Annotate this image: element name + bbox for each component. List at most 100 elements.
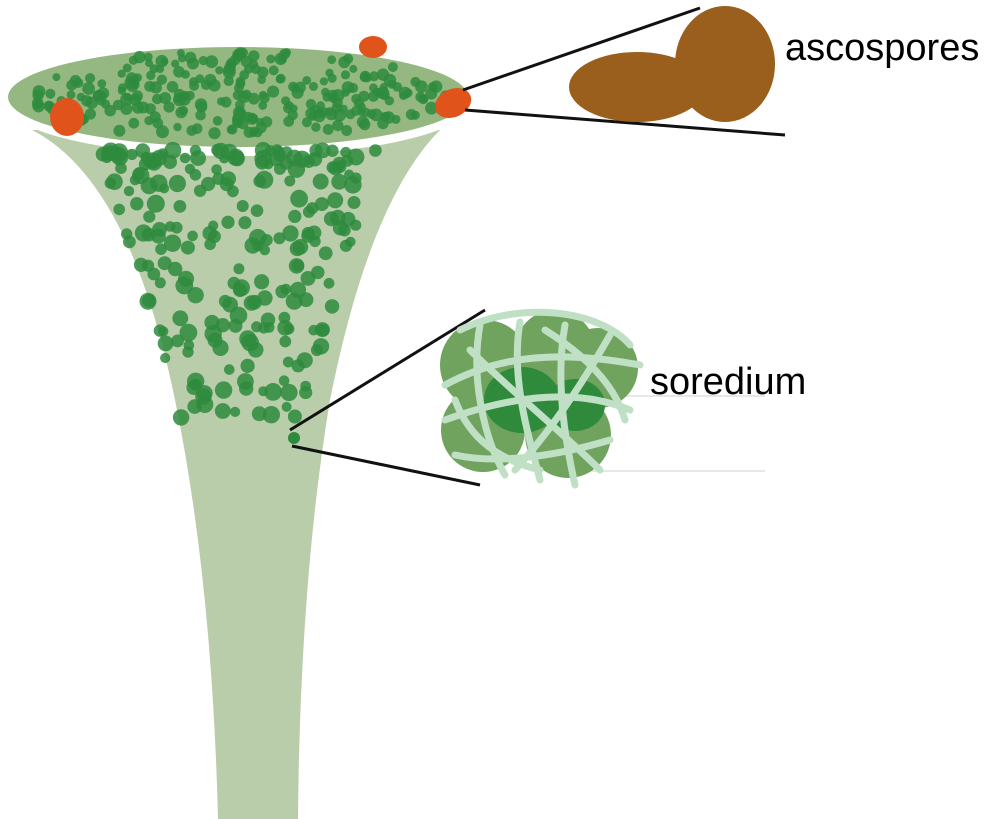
granule	[249, 60, 258, 69]
granule	[263, 406, 280, 423]
granule	[282, 402, 292, 412]
granule	[369, 144, 382, 157]
granule	[97, 87, 109, 99]
granule	[219, 295, 232, 308]
granule	[333, 160, 346, 173]
soredium-detail	[440, 310, 640, 485]
granule	[160, 353, 170, 363]
granule	[308, 152, 322, 166]
granule	[313, 338, 329, 354]
granule	[340, 240, 352, 252]
granule	[180, 92, 189, 101]
soredium-source-granule	[288, 432, 300, 444]
granule	[196, 101, 207, 112]
granule	[319, 246, 333, 260]
granule	[190, 150, 206, 166]
granule	[229, 319, 243, 333]
granule	[110, 143, 128, 161]
granule	[169, 175, 186, 192]
granule	[128, 118, 139, 129]
granule	[399, 92, 407, 100]
ascospores-label: ascospores	[785, 27, 979, 69]
granule	[323, 124, 334, 135]
granule	[208, 230, 221, 243]
granule	[244, 127, 255, 138]
granule	[236, 77, 246, 87]
granule	[267, 86, 279, 98]
granule	[227, 185, 239, 197]
granule	[388, 62, 398, 72]
granule	[420, 95, 428, 103]
granule	[130, 175, 140, 185]
granule	[157, 75, 167, 85]
granule	[208, 127, 220, 139]
granule	[253, 175, 266, 188]
granule	[279, 312, 291, 324]
granule	[233, 107, 243, 117]
granule	[82, 82, 95, 95]
granule	[221, 144, 238, 161]
granule	[275, 53, 287, 65]
granule	[391, 115, 400, 124]
granule	[330, 210, 346, 226]
granule	[264, 383, 282, 401]
granule	[256, 122, 267, 133]
granule	[224, 76, 234, 86]
granule	[338, 56, 350, 68]
granule	[264, 322, 275, 333]
granule	[311, 266, 324, 279]
granule	[313, 174, 329, 190]
granule	[180, 324, 198, 342]
granule	[215, 381, 232, 398]
granule	[309, 82, 318, 91]
granule	[280, 384, 297, 401]
granule	[283, 323, 294, 334]
granule	[130, 197, 143, 210]
granule	[187, 231, 198, 242]
granule	[146, 155, 162, 171]
granule	[315, 197, 329, 211]
ascospore	[569, 52, 705, 122]
granule	[175, 277, 193, 295]
granule	[158, 336, 174, 352]
granule	[228, 277, 241, 290]
granule	[341, 70, 350, 79]
granule	[32, 97, 44, 109]
podetium-stalk	[32, 130, 440, 819]
granule	[104, 105, 116, 117]
granule	[173, 409, 189, 425]
granule	[340, 147, 351, 158]
granule	[273, 232, 285, 244]
granule	[341, 125, 352, 136]
granule	[155, 277, 166, 288]
granule	[292, 259, 304, 271]
granule	[249, 229, 267, 247]
granule	[230, 407, 240, 417]
granule	[113, 125, 125, 137]
granule	[180, 153, 191, 164]
granule	[260, 245, 270, 255]
granule	[383, 74, 396, 87]
granule	[258, 101, 267, 110]
granule	[318, 107, 328, 117]
granule	[339, 105, 347, 113]
granule	[348, 196, 361, 209]
granule	[344, 170, 354, 180]
granule	[67, 90, 76, 99]
granule	[134, 258, 148, 272]
granule	[121, 228, 132, 239]
apothecium	[359, 36, 387, 58]
granule	[279, 336, 291, 348]
granule	[173, 123, 181, 131]
granule	[235, 47, 247, 59]
granule	[195, 388, 211, 404]
granule	[237, 200, 249, 212]
granule	[154, 324, 166, 336]
granule	[81, 95, 92, 106]
granule	[251, 204, 264, 217]
granule	[192, 123, 203, 134]
granule	[242, 90, 252, 100]
granule	[259, 91, 267, 99]
granule	[171, 60, 179, 68]
